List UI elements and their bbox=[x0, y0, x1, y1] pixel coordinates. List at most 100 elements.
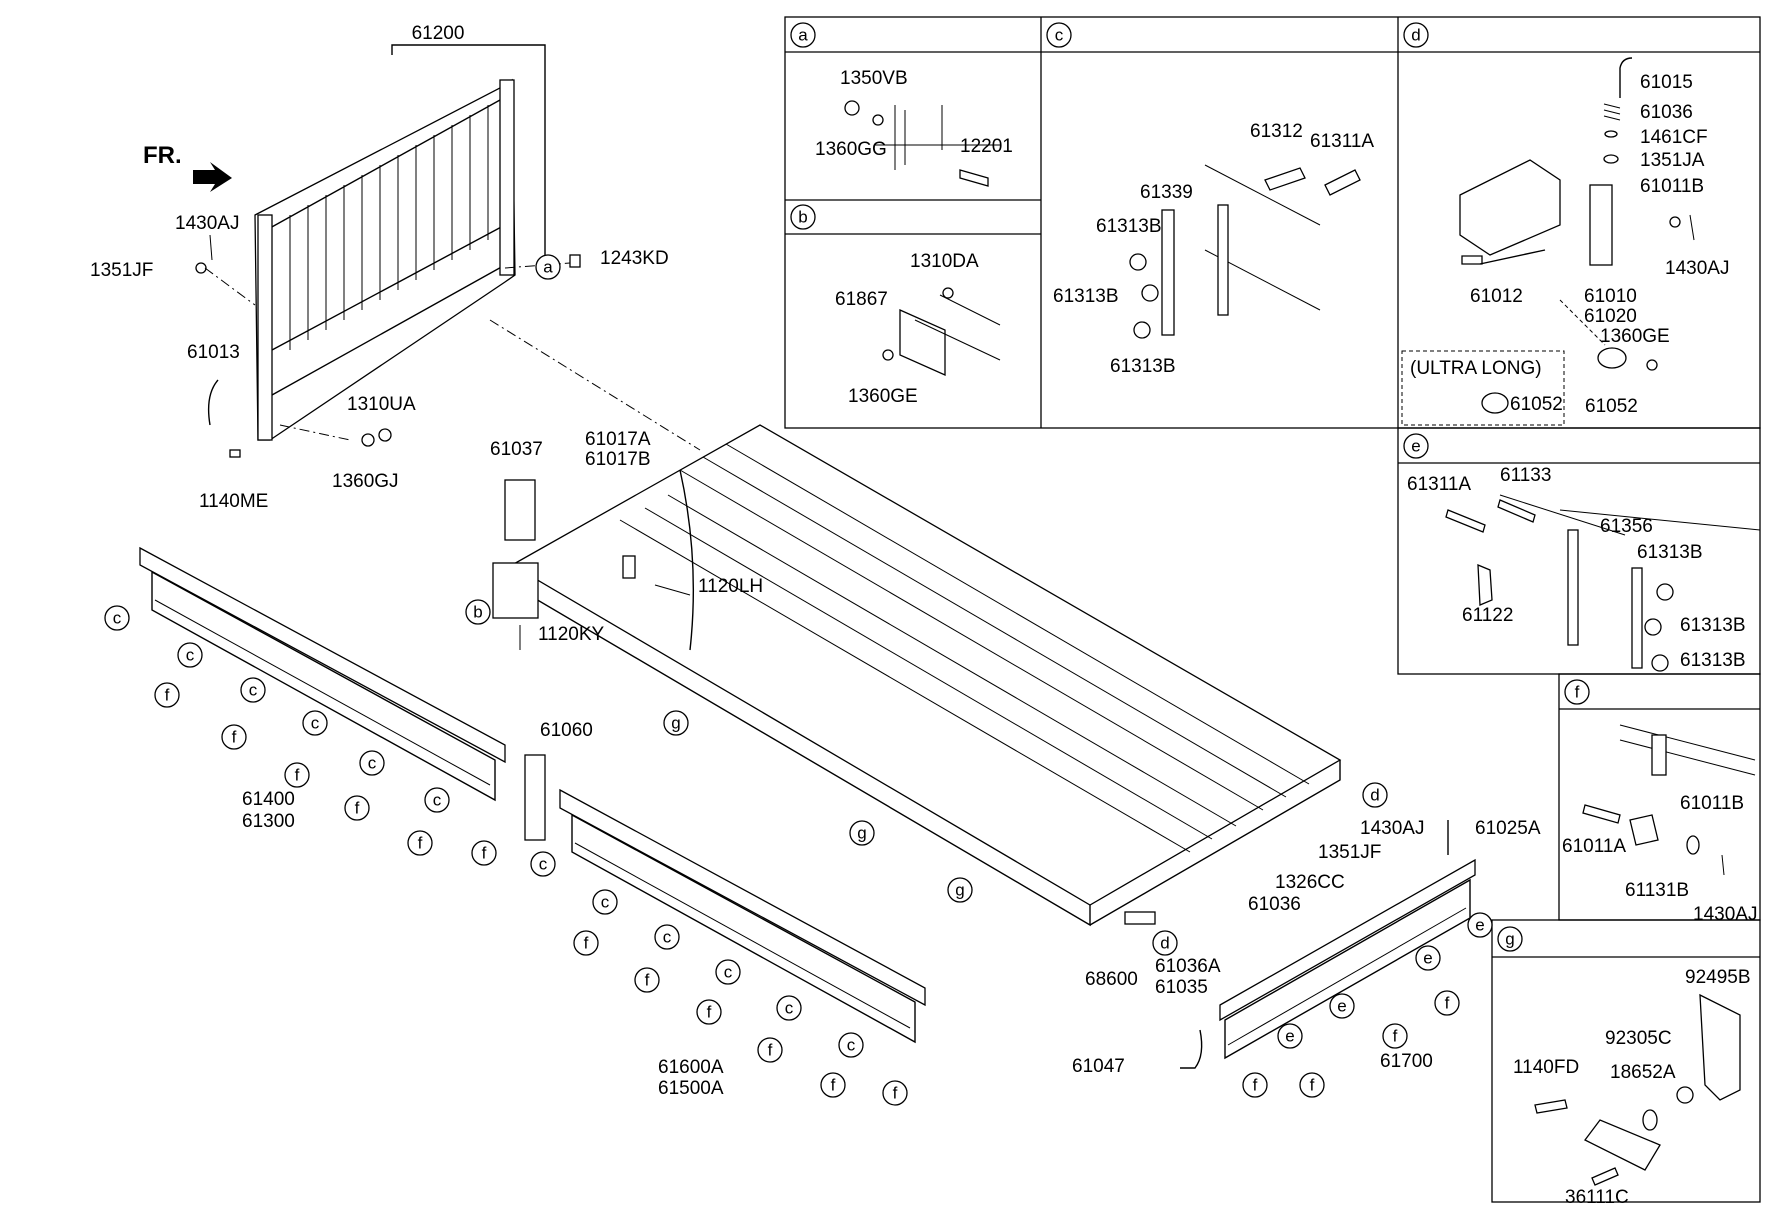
svg-text:c: c bbox=[249, 681, 258, 700]
label-61200: 61200 bbox=[412, 23, 465, 44]
label-c-61313B-2: 61313B bbox=[1053, 286, 1119, 307]
label-61035: 61035 bbox=[1155, 977, 1208, 998]
svg-text:e: e bbox=[1337, 997, 1346, 1016]
label-61300: 61300 bbox=[242, 811, 295, 832]
label-d-ultra-long-part: 61052 bbox=[1510, 394, 1563, 415]
detail-c-drawing bbox=[1129, 164, 1361, 339]
plate-61017 bbox=[622, 555, 636, 579]
label-61700: 61700 bbox=[1380, 1051, 1433, 1072]
svg-text:f: f bbox=[482, 844, 487, 863]
headboard-hardware bbox=[195, 234, 581, 458]
detail-tag-g: g bbox=[1497, 926, 1523, 952]
detail-tag-c: c bbox=[1046, 22, 1072, 48]
label-g-36111C: 36111C bbox=[1565, 1187, 1629, 1208]
detail-a-drawing bbox=[844, 100, 1000, 187]
svg-text:g: g bbox=[671, 714, 680, 733]
label-f-1430AJ: 1430AJ bbox=[1693, 904, 1757, 925]
front-arrow-icon bbox=[193, 162, 232, 192]
label-a-12201: 12201 bbox=[960, 136, 1013, 157]
label-61013: 61013 bbox=[187, 342, 240, 363]
svg-text:c: c bbox=[601, 893, 610, 912]
headboard-61200 bbox=[254, 44, 546, 441]
rod-61035 bbox=[1180, 1029, 1203, 1069]
label-d-61015: 61015 bbox=[1640, 72, 1693, 93]
svg-text:c: c bbox=[663, 928, 672, 947]
label-e-61311A: 61311A bbox=[1407, 474, 1471, 495]
detail-tag-e: e bbox=[1403, 433, 1429, 459]
bolt-1120LH bbox=[654, 584, 691, 596]
svg-text:f: f bbox=[893, 1084, 898, 1103]
label-g-92305C: 92305C bbox=[1605, 1028, 1672, 1049]
svg-text:f: f bbox=[418, 834, 423, 853]
callout-g-2 bbox=[849, 820, 875, 846]
svg-text:f: f bbox=[1445, 994, 1450, 1013]
svg-text:c: c bbox=[433, 791, 442, 810]
detail-b-drawing bbox=[882, 287, 1001, 377]
callout-d-1 bbox=[1362, 782, 1388, 808]
label-1310UA: 1310UA bbox=[347, 394, 416, 415]
detail-tag-f: f bbox=[1564, 679, 1590, 705]
label-e-61122: 61122 bbox=[1462, 605, 1513, 626]
label-61500A: 61500A bbox=[658, 1078, 724, 1099]
label-1120LH: 1120LH bbox=[698, 576, 763, 597]
label-61037: 61037 bbox=[490, 439, 543, 460]
label-d-61036: 61036 bbox=[1640, 102, 1693, 123]
label-e-61356: 61356 bbox=[1600, 516, 1653, 537]
svg-text:c: c bbox=[113, 609, 122, 628]
gate-callouts: c c c c c c f f f f f f c c c c c c f f … bbox=[104, 605, 1493, 1106]
label-e-61313B-1: 61313B bbox=[1637, 542, 1703, 563]
detail-g-drawing bbox=[1534, 993, 1741, 1186]
label-c-61339: 61339 bbox=[1140, 182, 1193, 203]
detail-e-drawing bbox=[1445, 494, 1761, 672]
label-g-1140FD: 1140FD bbox=[1513, 1057, 1579, 1078]
callout-a bbox=[535, 254, 561, 280]
svg-text:b: b bbox=[473, 603, 482, 622]
label-1120KY: 1120KY bbox=[538, 624, 605, 645]
label-c-61313B-1: 61313B bbox=[1096, 216, 1162, 237]
callout-g-3 bbox=[947, 877, 973, 903]
svg-text:c: c bbox=[724, 963, 733, 982]
label-f-61011A: 61011A bbox=[1562, 836, 1626, 857]
bracket-b bbox=[492, 562, 539, 619]
detail-tag-b: b bbox=[790, 204, 816, 230]
svg-text:f: f bbox=[165, 686, 170, 705]
label-d-61011B: 61011B bbox=[1640, 176, 1704, 197]
direction-label: FR. bbox=[143, 142, 182, 169]
svg-text:c: c bbox=[186, 646, 195, 665]
label-d-ultra-long: (ULTRA LONG) bbox=[1410, 358, 1542, 379]
label-d-1430AJ: 1430AJ bbox=[1665, 258, 1729, 279]
svg-text:g: g bbox=[955, 881, 964, 900]
callout-b bbox=[465, 599, 491, 625]
svg-text:f: f bbox=[1393, 1027, 1398, 1046]
callout-d-2 bbox=[1152, 930, 1178, 956]
label-a-1360GG: 1360GG bbox=[815, 139, 887, 160]
label-1430AJ-a: 1430AJ bbox=[175, 213, 239, 234]
label-61036A: 61036A bbox=[1155, 956, 1221, 977]
label-1430AJ-b: 1430AJ bbox=[1360, 818, 1424, 839]
label-1326CC: 1326CC bbox=[1275, 872, 1345, 893]
label-d-1360GE: 1360GE bbox=[1600, 326, 1670, 347]
detail-frames bbox=[784, 16, 1761, 1203]
label-1243KD: 1243KD bbox=[600, 248, 669, 269]
svg-text:g: g bbox=[857, 824, 866, 843]
svg-text:f: f bbox=[707, 1003, 712, 1022]
label-g-92495B: 92495B bbox=[1685, 967, 1751, 988]
svg-text:e: e bbox=[1423, 949, 1432, 968]
svg-text:f: f bbox=[355, 799, 360, 818]
bracket-61037 bbox=[504, 479, 536, 541]
svg-text:f: f bbox=[1310, 1076, 1315, 1095]
svg-text:d: d bbox=[1370, 786, 1379, 805]
svg-text:c: c bbox=[311, 714, 320, 733]
label-d-61020: 61020 bbox=[1584, 306, 1637, 327]
label-61036-main: 61036 bbox=[1248, 894, 1301, 915]
detail-tag-d: d bbox=[1403, 22, 1429, 48]
label-e-61313B-2: 61313B bbox=[1680, 615, 1746, 636]
svg-text:f: f bbox=[584, 934, 589, 953]
svg-text:c: c bbox=[785, 999, 794, 1018]
svg-text:c: c bbox=[539, 855, 548, 874]
label-b-61867: 61867 bbox=[835, 289, 888, 310]
side-gate-61400 bbox=[139, 546, 506, 802]
label-c-61313B-3: 61313B bbox=[1110, 356, 1176, 377]
svg-text:f: f bbox=[831, 1076, 836, 1095]
